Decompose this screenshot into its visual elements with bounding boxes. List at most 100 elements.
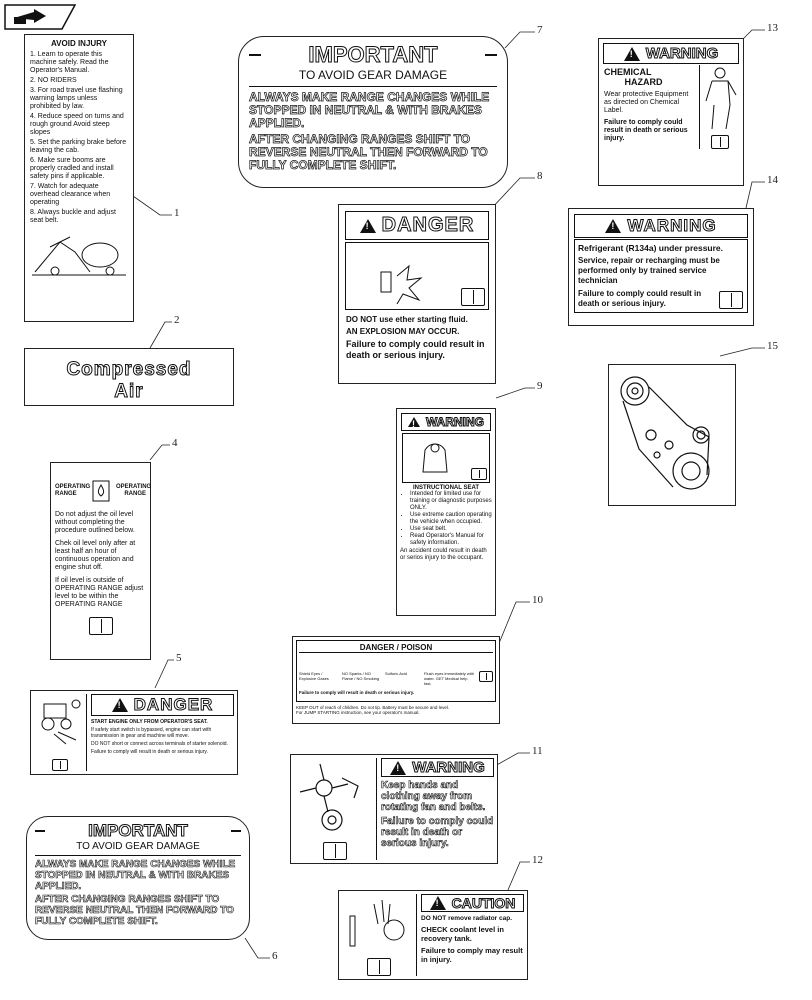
callout-8: 8: [537, 170, 543, 182]
solenoid-line: DO NOT short or connect across terminals…: [91, 741, 228, 747]
range-change-line: ALWAYS MAKE RANGE CHANGES WHILE STOPPED …: [249, 90, 490, 130]
warning-triangle-icon: [390, 760, 407, 775]
seat-item: Read Operator's Manual for safety inform…: [410, 533, 492, 547]
callout-11: 11: [532, 745, 543, 757]
important-title: IMPORTANT: [308, 42, 438, 68]
seat-item: Use seat belt.: [410, 526, 492, 533]
radiator-steam-icon: [349, 899, 405, 947]
protective-line: Wear protective Equipment as directed on…: [604, 91, 689, 114]
decal-oil-level: OPERATING RANGE OPERATING RANGE Do not a…: [50, 462, 151, 660]
warning-triangle-icon: [605, 219, 622, 233]
manual-book-icon: [52, 759, 68, 771]
poison-col-1: Shield Eyes / Explosive Gases: [299, 671, 329, 681]
callout-6: 6: [272, 950, 278, 962]
seat-item: Intended for limited use for training or…: [410, 491, 492, 512]
manual-book-icon: [479, 671, 493, 682]
decal-belt-routing: [608, 364, 736, 506]
shift-line: AFTER CHANGING RANGES SHIFT TO REVERSE N…: [249, 132, 488, 172]
warning-triangle-icon: [408, 417, 420, 429]
avoid-injury-item: 2. NO RIDERS: [30, 77, 77, 84]
decal-warning-refrigerant: WARNING Refrigerant (R134a) under pressu…: [568, 208, 754, 326]
callout-4: 4: [172, 437, 178, 449]
manual-book-icon: [367, 958, 391, 976]
decal-compressed-air: Compressed Air: [24, 348, 234, 406]
manual-book-icon: [323, 842, 347, 860]
arrow-icon: [4, 4, 77, 30]
compressed-text: Compressed: [66, 359, 192, 381]
radiator-cap-line: DO NOT remove radiator cap.: [421, 915, 513, 922]
caution-header: CAUTION: [451, 895, 516, 912]
start-engine-line: START ENGINE ONLY FROM OPERATOR'S SEAT.: [91, 719, 208, 725]
nav-tab[interactable]: [4, 4, 77, 30]
explosion-line: AN EXPLOSION MAY OCCUR.: [346, 327, 460, 336]
decal-danger-ether: DANGER DO NOT use ether starting fluid. …: [338, 204, 496, 384]
callout-5: 5: [176, 652, 182, 664]
poison-failure: Failure to comply will result in death o…: [299, 690, 415, 695]
callout-7: 7: [537, 24, 543, 36]
oil-para-1: Do not adjust the oil level without comp…: [55, 511, 135, 534]
shift-line: AFTER CHANGING RANGES SHIFT TO REVERSE N…: [35, 894, 235, 928]
fan-line: Keep hands and clothing away from rotati…: [381, 780, 486, 814]
decal-warning-instructional-seat: WARNING INSTRUCTIONAL SEAT Intended for …: [396, 408, 496, 616]
warning-header: WARNING: [426, 415, 485, 430]
avoid-injury-item: 5. Set the parking brake before leaving …: [30, 139, 127, 154]
avoid-injury-item: 3. For road travel use flashing warning …: [30, 87, 123, 110]
coolant-line: CHECK coolant level in recovery tank.: [421, 925, 504, 943]
failure-line: Failure to comply could result in death …: [604, 119, 688, 142]
hazard-label: HAZARD: [624, 77, 663, 87]
operating-range-right: OPERATING RANGE: [116, 484, 152, 497]
avoid-injury-title: AVOID INJURY: [50, 39, 107, 48]
callout-1: 1: [174, 207, 180, 219]
avoid-injury-item: 7. Watch for adequate overhead clearance…: [30, 183, 111, 206]
oil-para-3: If oil level is outside of OPERATING RAN…: [55, 577, 144, 608]
refrigerant-line: Refrigerant (R134a) under pressure.: [578, 243, 724, 253]
manual-book-icon: [719, 291, 743, 309]
ether-line: DO NOT use ether starting fluid.: [346, 315, 468, 324]
failure-line: Failure to comply could result in death …: [346, 339, 485, 360]
seat-title: INSTRUCTIONAL SEAT: [412, 485, 480, 491]
manual-book-icon: [88, 617, 113, 635]
fan-belt-icon: [299, 763, 359, 831]
oil-drop-icon: [92, 480, 109, 502]
oil-para-2: Chek oil level only after at least half …: [55, 540, 136, 571]
decal-caution-radiator: CAUTION DO NOT remove radiator cap. CHEC…: [338, 890, 528, 980]
poison-keep-out: KEEP OUT of reach of children. Do not ti…: [296, 705, 450, 710]
chemical-label: CHEMICAL: [604, 67, 652, 77]
poison-col-3: Sulfuric Acid: [385, 671, 408, 676]
range-change-line: ALWAYS MAKE RANGE CHANGES WHILE STOPPED …: [35, 859, 236, 893]
warning-triangle-icon: [623, 46, 640, 61]
callout-12: 12: [532, 854, 543, 866]
warning-header: WARNING: [412, 759, 485, 777]
decal-warning-fan: WARNING Keep hands and clothing away fro…: [290, 754, 498, 864]
failure-line: Failure to comply could result in death …: [381, 816, 494, 850]
warning-header: WARNING: [645, 45, 719, 63]
important-subtitle: TO AVOID GEAR DAMAGE: [298, 68, 448, 82]
seat-footer: An accident could result in death or ser…: [400, 548, 487, 561]
avoid-injury-item: 1. Learn to operate this machine safely.…: [30, 51, 109, 74]
failure-line: Failure to comply could result in death …: [578, 289, 702, 308]
decal-danger-poison: DANGER / POISON Shield Eyes / Explosive …: [292, 636, 500, 724]
decal-avoid-injury: AVOID INJURY 1. Learn to operate this ma…: [24, 34, 134, 322]
callout-9: 9: [537, 380, 543, 392]
manual-book-icon: [471, 468, 487, 480]
callout-13: 13: [767, 22, 778, 34]
avoid-injury-item: 4. Reduce speed on turns and rough groun…: [30, 113, 124, 136]
important-subtitle: TO AVOID GEAR DAMAGE: [76, 841, 200, 852]
callout-10: 10: [532, 594, 543, 606]
warning-triangle-icon: [111, 698, 128, 712]
belt-routing-diagram: [620, 376, 710, 490]
manual-book-icon: [711, 135, 729, 149]
danger-header: DANGER: [133, 695, 214, 715]
air-text: Air: [114, 381, 144, 403]
decal-important-gear-upper: IMPORTANT TO AVOID GEAR DAMAGE ALWAYS MA…: [238, 36, 508, 188]
tractor-start-icon: [41, 699, 81, 745]
bypass-line: If safety start switch is bypassed, engi…: [91, 727, 212, 739]
seat-item: Use extreme caution operating the vehicl…: [410, 512, 492, 526]
warning-triangle-icon: [429, 896, 446, 910]
decal-important-gear-lower: IMPORTANT TO AVOID GEAR DAMAGE ALWAYS MA…: [26, 816, 250, 940]
service-line: Service, repair or recharging must be pe…: [578, 256, 720, 285]
warning-triangle-icon: [359, 218, 376, 233]
failure-line: Failure to comply may result in injury.: [421, 946, 523, 964]
decal-warning-chemical: WARNING CHEMICAL HAZARD Wear protective …: [598, 38, 744, 186]
